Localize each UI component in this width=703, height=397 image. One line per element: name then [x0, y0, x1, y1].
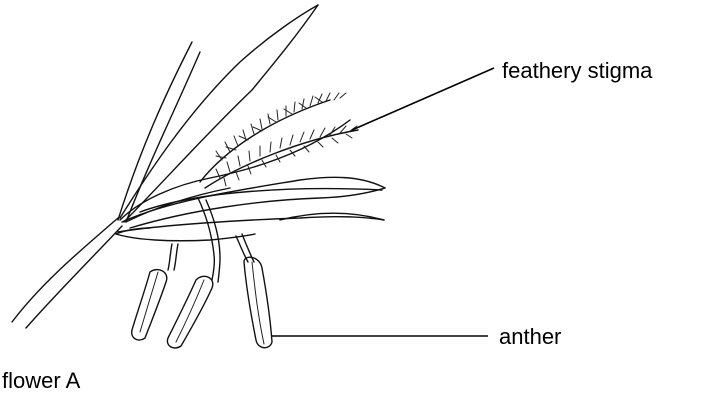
stigma-leader-line [352, 68, 494, 130]
anthers [132, 257, 272, 348]
anther-label: anther [499, 324, 561, 349]
flower-caption: flower A [2, 368, 81, 392]
stigma-label: feathery stigma [502, 58, 653, 83]
stem [12, 218, 122, 328]
feathery-stigmas [200, 93, 358, 188]
